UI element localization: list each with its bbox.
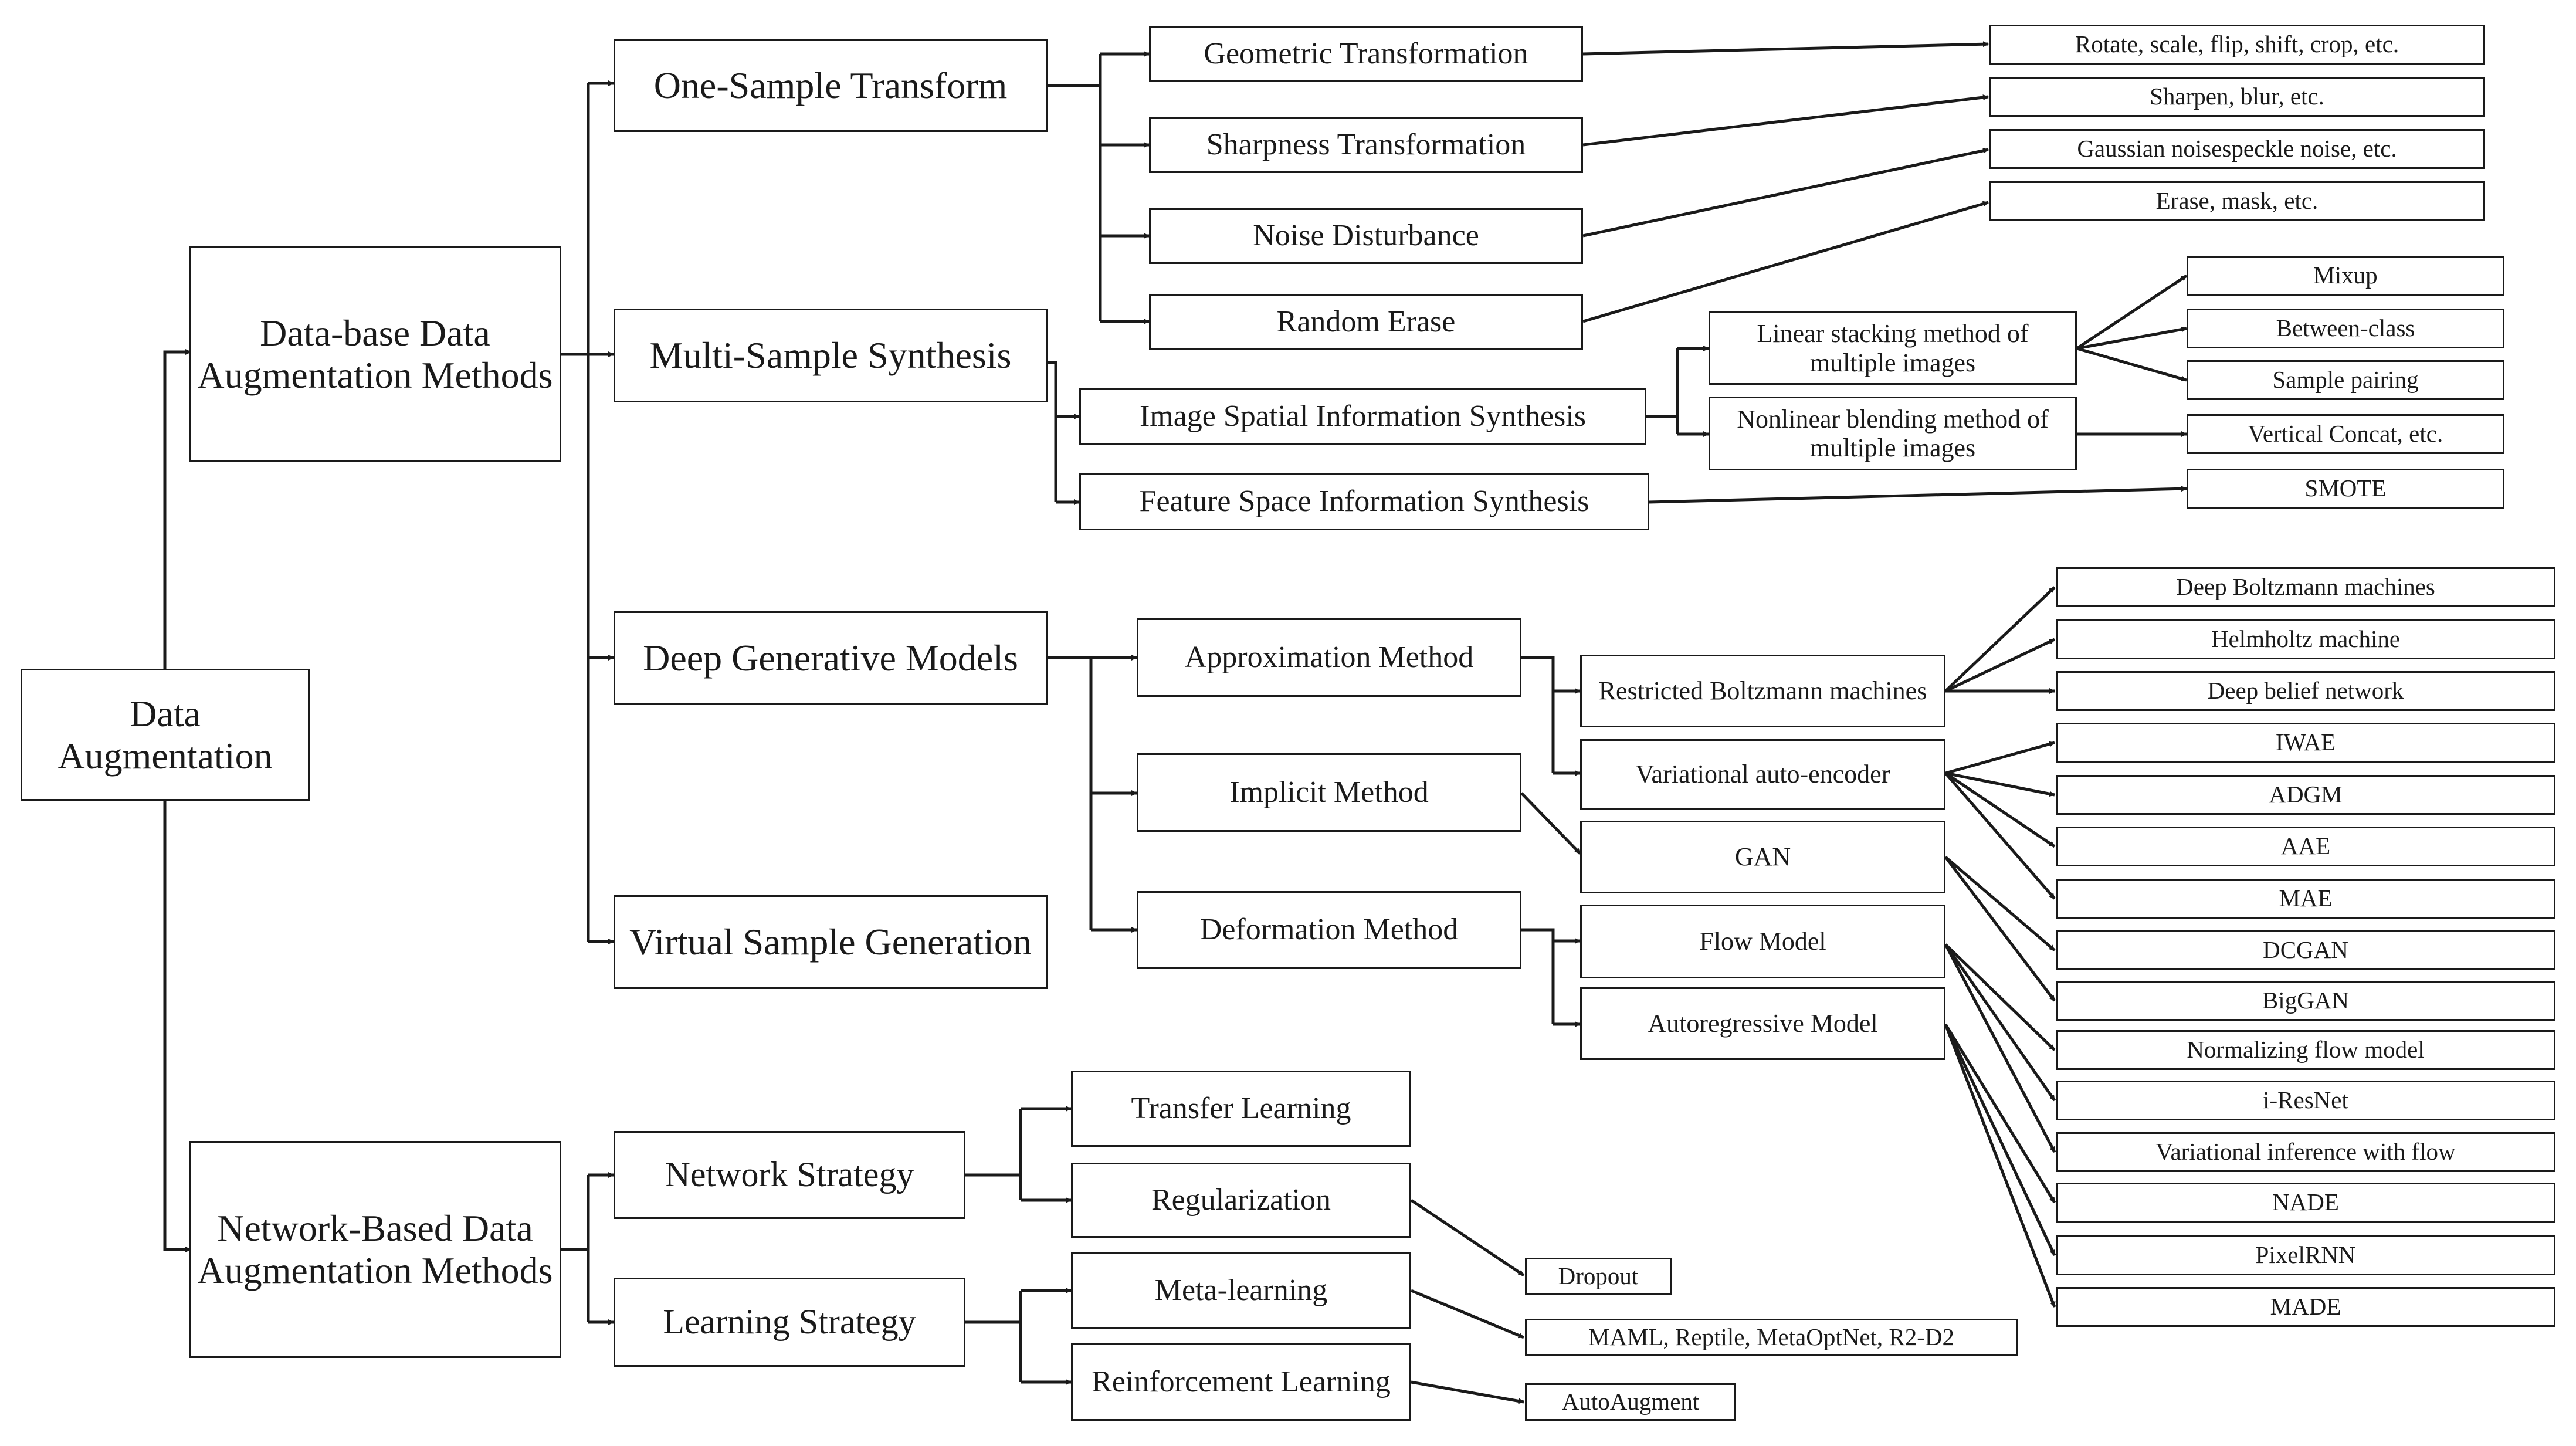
connector: [2076, 274, 2188, 350]
biggan-example-node: BigGAN: [2056, 981, 2555, 1021]
autoregressive-model-node: Autoregressive Model: [1580, 987, 1945, 1060]
adgm-example-node: ADGM: [2056, 775, 2555, 815]
variational-inference-flow-example-node: Variational inference with flow: [2056, 1132, 2555, 1172]
connector: [1048, 361, 1057, 502]
random-erase-node: Random Erase: [1149, 294, 1583, 350]
network-strategy-node: Network Strategy: [614, 1131, 965, 1219]
database-methods-node: Data-base Data Augmentation Methods: [189, 246, 561, 462]
made-example-node: MADE: [2056, 1287, 2555, 1327]
connector: [1944, 856, 2056, 1002]
connector: [163, 801, 191, 1252]
linear-stacking-node: Linear stacking method of multiple image…: [1709, 311, 2077, 385]
connector: [1945, 771, 2055, 797]
connector: [1945, 741, 2055, 775]
deformation-method-node: Deformation Method: [1137, 891, 1521, 969]
sharpness-transformation-node: Sharpness Transformation: [1149, 117, 1583, 173]
connector: [1944, 943, 2056, 1153]
connector: [2076, 347, 2187, 382]
normalizing-flow-example-node: Normalizing flow model: [2056, 1030, 2555, 1070]
reinforcement-learning-node: Reinforcement Learning: [1071, 1343, 1411, 1421]
deep-belief-example-node: Deep belief network: [2056, 671, 2555, 711]
connector: [1582, 41, 1989, 56]
restricted-boltzmann-node: Restricted Boltzmann machines: [1580, 655, 1945, 727]
connector: [1411, 1289, 1524, 1339]
between-class-example-node: Between-class: [2187, 309, 2504, 348]
smote-example-node: SMOTE: [2187, 469, 2504, 509]
connector: [1944, 1024, 2056, 1308]
learning-strategy-node: Learning Strategy: [614, 1278, 965, 1367]
connector: [1944, 586, 2056, 692]
iwae-example-node: IWAE: [2056, 723, 2555, 763]
meta-learning-node: Meta-learning: [1071, 1252, 1411, 1329]
connector: [163, 349, 191, 669]
connector: [1411, 1380, 1524, 1404]
nonlinear-blending-node: Nonlinear blending method of multiple im…: [1709, 397, 2077, 470]
regularization-node: Regularization: [1071, 1163, 1411, 1238]
deep-boltzmann-example-node: Deep Boltzmann machines: [2056, 567, 2555, 607]
virtual-sample-generation-node: Virtual Sample Generation: [614, 895, 1048, 989]
connector: [1582, 94, 1989, 147]
connector: [1944, 856, 2056, 951]
rotate-scale-example-node: Rotate, scale, flip, shift, crop, etc.: [1989, 25, 2485, 65]
data-augmentation-node: Data Augmentation: [21, 669, 310, 801]
erase-mask-example-node: Erase, mask, etc.: [1989, 181, 2485, 221]
multi-sample-synthesis-node: Multi-Sample Synthesis: [614, 309, 1048, 402]
connector: [1521, 928, 1555, 1024]
iresnet-example-node: i-ResNet: [2056, 1081, 2555, 1120]
feature-space-synthesis-node: Feature Space Information Synthesis: [1079, 473, 1649, 530]
gan-node: GAN: [1580, 821, 1945, 893]
connector: [1582, 201, 1989, 323]
transfer-learning-node: Transfer Learning: [1071, 1071, 1411, 1147]
helmholtz-example-node: Helmholtz machine: [2056, 619, 2555, 659]
network-methods-node: Network-Based Data Augmentation Methods: [189, 1141, 561, 1358]
connector: [1520, 792, 1581, 855]
mae-example-node: MAE: [2056, 879, 2555, 919]
sharpen-blur-example-node: Sharpen, blur, etc.: [1989, 77, 2485, 117]
maml-example-node: MAML, Reptile, MetaOptNet, R2-D2: [1525, 1319, 2018, 1356]
dcgan-example-node: DCGAN: [2056, 930, 2555, 970]
connector: [1649, 486, 2187, 504]
pixelrnn-example-node: PixelRNN: [2056, 1235, 2555, 1275]
connector: [1410, 1198, 1525, 1277]
connector: [1582, 147, 1989, 238]
vertical-concat-example-node: Vertical Concat, etc.: [2187, 414, 2504, 454]
one-sample-transform-node: One-Sample Transform: [614, 39, 1048, 132]
geometric-transformation-node: Geometric Transformation: [1149, 26, 1583, 82]
dropout-example-node: Dropout: [1525, 1258, 1672, 1295]
variational-autoencoder-node: Variational auto-encoder: [1580, 739, 1945, 810]
image-spatial-synthesis-node: Image Spatial Information Synthesis: [1079, 388, 1646, 445]
connector: [1944, 1023, 2056, 1204]
connector: [1944, 638, 2056, 693]
sample-pairing-example-node: Sample pairing: [2187, 360, 2504, 400]
approximation-method-node: Approximation Method: [1137, 618, 1521, 697]
connector: [2076, 326, 2187, 350]
connector: [1944, 1023, 2056, 1257]
gaussian-noise-example-node: Gaussian noisespeckle noise, etc.: [1989, 129, 2485, 169]
connector: [1944, 943, 2056, 1102]
implicit-method-node: Implicit Method: [1137, 753, 1521, 832]
nade-example-node: NADE: [2056, 1183, 2555, 1223]
deep-generative-models-node: Deep Generative Models: [614, 611, 1048, 705]
connector: [1944, 943, 2056, 1051]
connector: [1944, 771, 2056, 848]
connector: [1521, 656, 1555, 773]
connector: [1944, 772, 2056, 900]
aae-example-node: AAE: [2056, 827, 2555, 866]
autoaugment-example-node: AutoAugment: [1525, 1383, 1736, 1421]
mixup-example-node: Mixup: [2187, 256, 2504, 296]
noise-disturbance-node: Noise Disturbance: [1149, 208, 1583, 264]
flow-model-node: Flow Model: [1580, 905, 1945, 978]
